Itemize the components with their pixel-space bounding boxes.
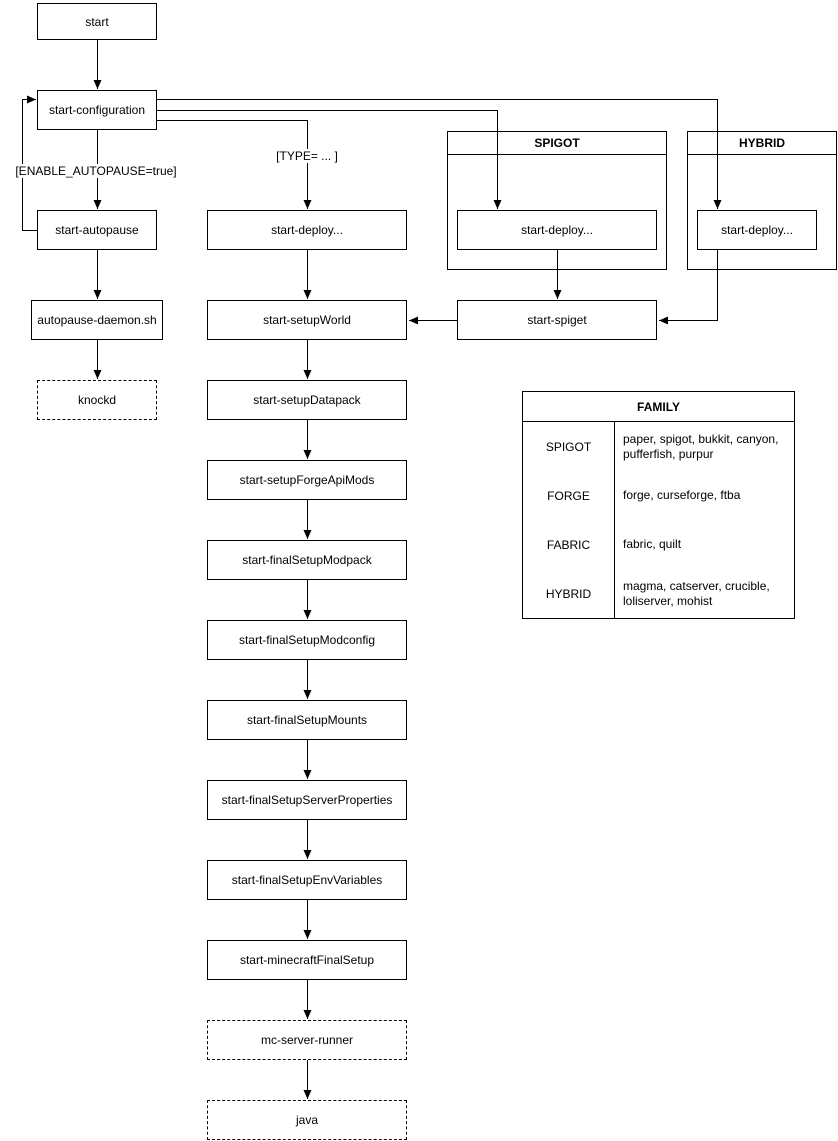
node-start-minecraftfinalsetup: start-minecraftFinalSetup [207,940,407,980]
node-start-deploy: start-deploy... [207,210,407,250]
family-name-cell: FORGE [523,471,615,520]
node-start-finalsetupmodconfig: start-finalSetupModconfig [207,620,407,660]
node-autopause-daemon: autopause-daemon.sh [31,300,163,340]
node-hybrid-start-deploy: start-deploy... [697,210,817,250]
family-table-title: FAMILY [523,392,794,422]
family-members-cell: magma, catserver, crucible, loliserver, … [623,578,770,608]
family-name-cell: FABRIC [523,520,615,569]
family-table-body: SPIGOT paper, spigot, bukkit, canyon, pu… [523,422,794,618]
node-start-setupforgeapimods: start-setupForgeApiMods [207,460,407,500]
edge-configuration-to-deploy [157,120,312,209]
family-members-cell: paper, spigot, bukkit, canyon, pufferfis… [623,431,779,461]
node-start-finalsetupmounts: start-finalSetupMounts [207,700,407,740]
node-start-setupdatapack: start-setupDatapack [207,380,407,420]
family-name-cell: HYBRID [523,569,615,618]
node-spigot-start-deploy: start-deploy... [457,210,657,250]
node-start: start [37,3,157,40]
family-row-fabric: FABRIC fabric, quilt [523,520,794,569]
node-java: java [207,1100,407,1140]
node-start-configuration: start-configuration [37,90,157,130]
family-row-spigot: SPIGOT paper, spigot, bukkit, canyon, pu… [523,422,794,471]
container-hybrid-header: HYBRID [688,132,836,155]
container-spigot-header: SPIGOT [448,132,666,155]
family-row-hybrid: HYBRID magma, catserver, crucible, lolis… [523,569,794,618]
family-table: FAMILY SPIGOT paper, spigot, bukkit, can… [522,391,795,619]
family-members-cell: fabric, quilt [623,537,682,551]
node-mc-server-runner: mc-server-runner [207,1020,407,1060]
family-row-forge: FORGE forge, curseforge, ftba [523,471,794,520]
family-members-cell: forge, curseforge, ftba [623,488,741,502]
edge-label-type: [TYPE= ... ] [274,149,340,163]
node-start-finalsetupenvvariables: start-finalSetupEnvVariables [207,860,407,900]
node-knockd: knockd [37,380,157,420]
node-start-setupworld: start-setupWorld [207,300,407,340]
node-start-spiget: start-spiget [457,300,657,340]
node-start-finalsetupserverproperties: start-finalSetupServerProperties [207,780,407,820]
node-start-autopause: start-autopause [37,210,157,250]
edge-label-enable-autopause: [ENABLE_AUTOPAUSE=true] [13,164,179,178]
family-name-cell: SPIGOT [523,422,615,471]
node-start-finalsetupmodpack: start-finalSetupModpack [207,540,407,580]
